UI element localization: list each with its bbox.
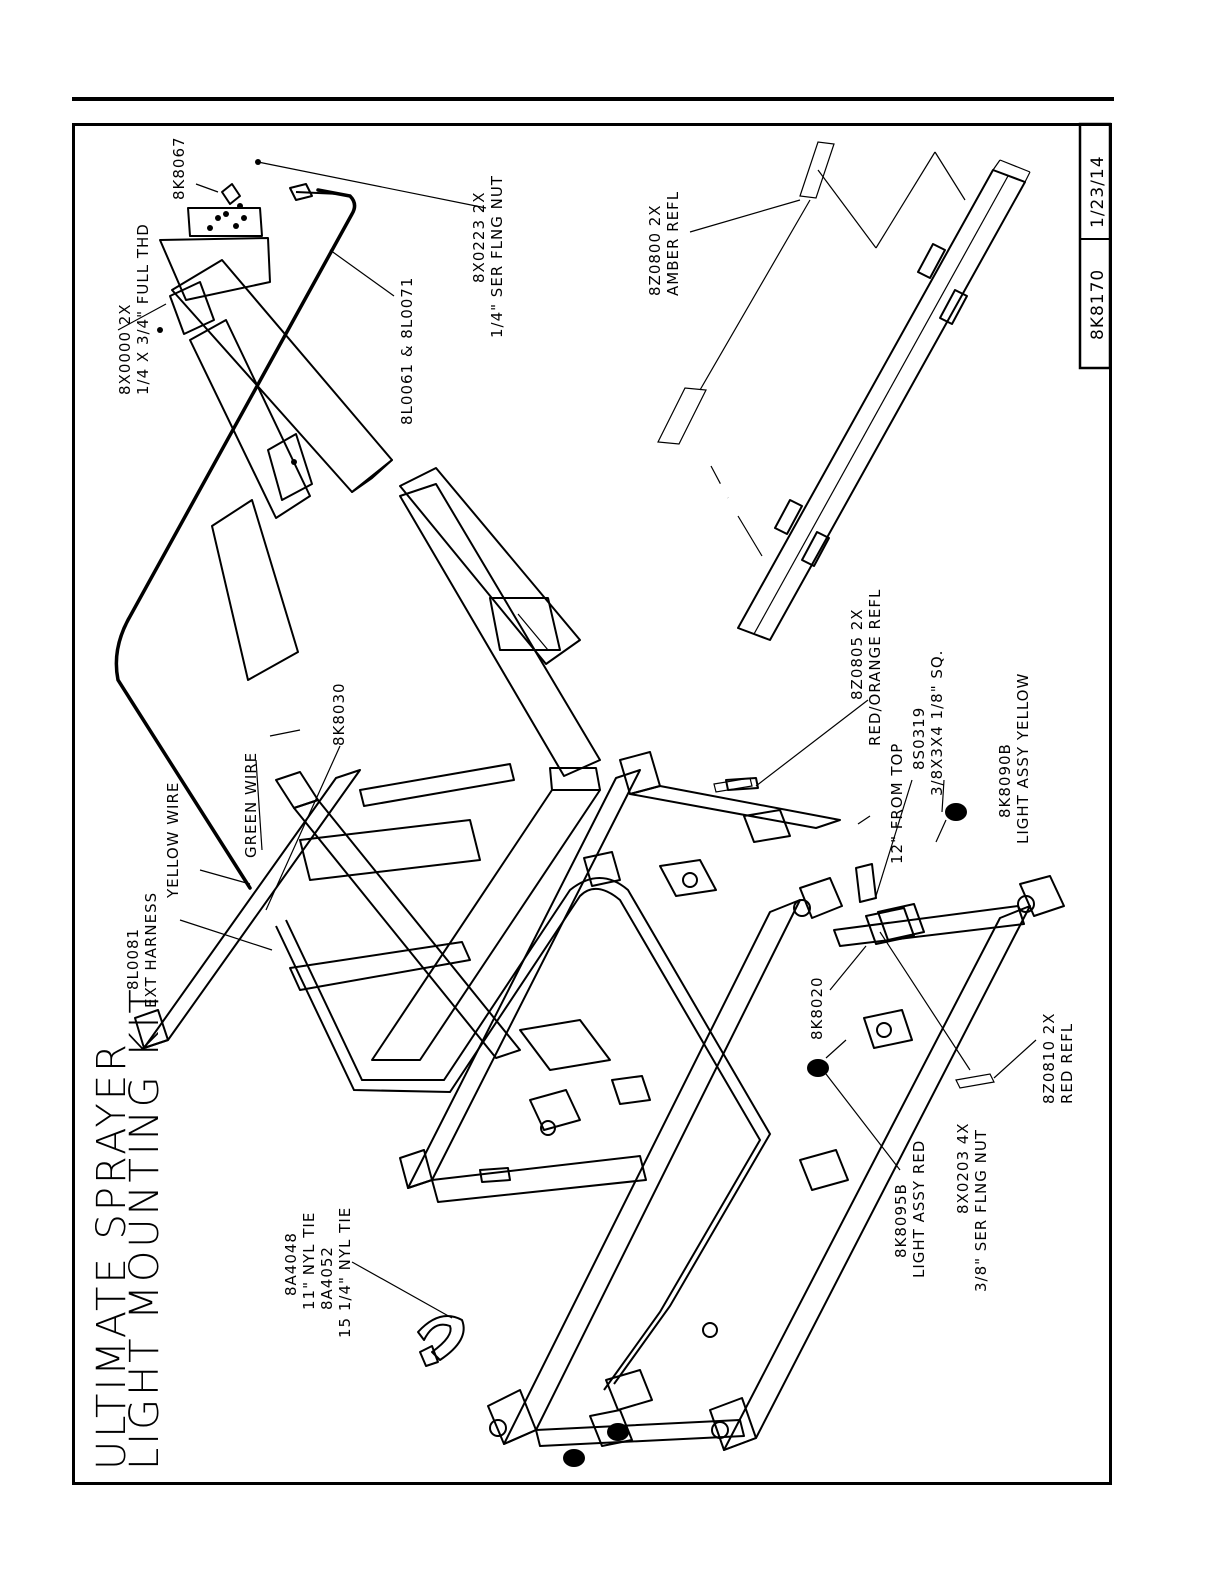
callout-8A4052-line1: 8A4052 <box>318 1246 336 1310</box>
callout-8S0319-line2: 3/8X3X4 1/8" SQ. <box>928 650 946 796</box>
title-block: 1/23/14 8K8170 <box>1078 122 1112 370</box>
drawing-part-number: 8K8170 <box>1088 269 1108 340</box>
callout-green-wire: GREEN WIRE <box>242 752 260 858</box>
light-assembly <box>563 803 967 1467</box>
callout-8L0081-line2: EXT HARNESS <box>142 892 160 1008</box>
lower-harness-return <box>285 877 772 1385</box>
callout-8K8095B-line1: 8K8095B <box>892 1183 910 1258</box>
title-line-2: LIGHT MOUNTING KIT <box>122 986 168 1470</box>
callout-8X0203-line1: 8X0203 4X <box>954 1122 972 1214</box>
header-rule <box>72 97 1114 101</box>
callout-8S0319-line1: 8S0319 <box>910 707 928 770</box>
callout-8X0223-line2: 1/4" SER FLNG NUT <box>488 175 506 338</box>
red-reflector <box>713 777 995 1089</box>
callout-8K8090B-line2: LIGHT ASSY YELLOW <box>1014 673 1032 844</box>
callout-yellow-wire: YELLOW WIRE <box>164 782 182 899</box>
harness-wire-connector <box>295 191 341 195</box>
callout-8X0203-line2: 3/8" SER FLNG NUT <box>972 1129 990 1292</box>
rear-cross-tube <box>737 159 1031 641</box>
drawing-frame <box>72 123 1112 1485</box>
callout-8A4052-line2: 15 1/4" NYL TIE <box>336 1207 354 1338</box>
callout-8Z0800-line1: 8Z0800 2X <box>646 204 664 296</box>
callout-8K8030: 8K8030 <box>330 682 348 746</box>
callout-8Z0805-line1: 8Z0805 2X <box>848 608 866 700</box>
nylon-tie <box>417 1315 465 1367</box>
callout-8L0081-line1: 8L0081 <box>124 928 142 990</box>
callout-8K8067: 8K8067 <box>170 136 188 200</box>
callout-8Z0810-line2: RED REFL <box>1058 1023 1076 1104</box>
callout-8X0223-line1: 8X0223 2X <box>470 191 488 283</box>
callout-8Z0800-line2: AMBER REFL <box>664 191 682 296</box>
callout-8Z0805-line2: RED/ORANGE REFL <box>866 589 884 746</box>
leader-lines <box>117 161 1037 1319</box>
amber-reflector <box>657 141 966 557</box>
callout-8A4048-line2: 11" NYL TIE <box>300 1212 318 1310</box>
callout-12-from-top: 12" FROM TOP <box>888 743 906 864</box>
lower-right-frame <box>487 875 1065 1451</box>
callout-8L0061: 8L0061 & 8L0071 <box>398 277 416 425</box>
callouts: 8K8067 8X0000 2X 1/4 X 3/4" FULL THD 8X0… <box>116 136 1076 1338</box>
main-frame <box>134 483 601 1061</box>
callout-8Z0810-line1: 8Z0810 2X <box>1040 1012 1058 1104</box>
hitch-angle-iron <box>159 203 581 681</box>
callout-8K8020: 8K8020 <box>808 976 826 1040</box>
callout-8K8095B-line2: LIGHT ASSY RED <box>910 1140 928 1278</box>
drawing-date: 1/23/14 <box>1088 155 1108 228</box>
callout-8X0000-line2: 1/4 X 3/4" FULL THD <box>134 223 152 395</box>
front-frame <box>399 751 841 1203</box>
title-line-1: ULTIMATE SPRAYER <box>89 1041 135 1470</box>
callout-8X0000-line1: 8X0000 2X <box>116 303 134 395</box>
lower-harness <box>275 888 762 1391</box>
callout-8A4048-line1: 8A4048 <box>282 1232 300 1296</box>
callout-8K8090B-line1: 8K8090B <box>996 743 1014 818</box>
harness-wire <box>114 188 357 890</box>
square-plate <box>855 863 915 945</box>
